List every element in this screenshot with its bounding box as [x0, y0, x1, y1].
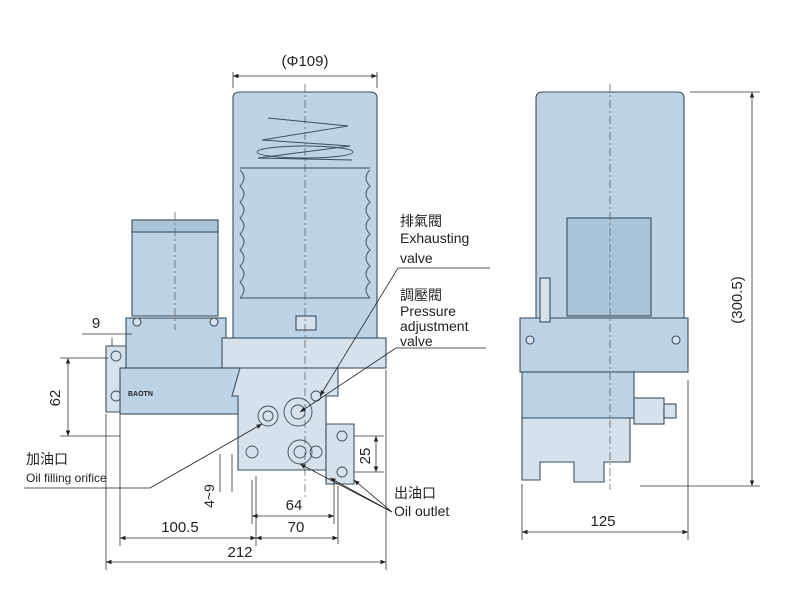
dim-diameter: (Φ109) [282, 53, 329, 70]
dim-212: 212 [227, 544, 252, 561]
bellows-right [365, 169, 371, 299]
side-bracket [521, 417, 631, 483]
mount-bracket-right [325, 423, 355, 485]
spring-coil [257, 117, 353, 161]
exhaust-valve-en-2: valve [400, 250, 433, 266]
pressure-valve-en-2: adjustment [400, 318, 469, 334]
dim-70: 70 [288, 519, 305, 536]
dim-62: 62 [47, 390, 64, 407]
dimension-lines [60, 72, 760, 570]
pump-block [125, 317, 227, 371]
valve-manifold [231, 367, 339, 471]
side-pump-block [519, 317, 689, 373]
dim-25: 25 [357, 448, 374, 465]
exhaust-valve-zh: 排氣閥 [400, 213, 442, 229]
side-gear-housing [521, 371, 635, 419]
svg-text:BAOTN: BAOTN [128, 391, 153, 398]
base-flange [221, 337, 387, 369]
gear-housing [119, 367, 241, 415]
front-view: BAOTN [105, 84, 387, 500]
oil-outlet-en: Oil outlet [394, 503, 449, 519]
exhaust-valve-en-1: Exhausting [400, 230, 469, 246]
oil-outlet-zh: 出油口 [394, 485, 436, 501]
pressure-valve-en-3: valve [400, 333, 433, 349]
dimension-labels: (Φ109) (300.5) 9 62 4~9 100.5 212 64 70 … [47, 53, 746, 561]
leader-lines [24, 267, 490, 513]
dim-9: 9 [92, 315, 100, 332]
dim-64: 64 [286, 497, 303, 514]
oil-filling-en: Oil filling orifice [26, 471, 107, 485]
side-view [519, 84, 689, 490]
pressure-valve-zh: 調壓閥 [400, 287, 442, 303]
pressure-valve-en-1: Pressure [400, 303, 456, 319]
callout-labels: 排氣閥 Exhausting valve 調壓閥 Pressure adjust… [26, 213, 469, 519]
dim-height: (300.5) [729, 276, 746, 324]
side-motor [566, 217, 652, 317]
oil-filling-zh: 加油口 [26, 451, 68, 467]
dim-4-9: 4~9 [201, 484, 217, 508]
dim-125: 125 [590, 513, 615, 530]
bellows-left [239, 169, 245, 299]
dim-100-5: 100.5 [161, 519, 199, 536]
